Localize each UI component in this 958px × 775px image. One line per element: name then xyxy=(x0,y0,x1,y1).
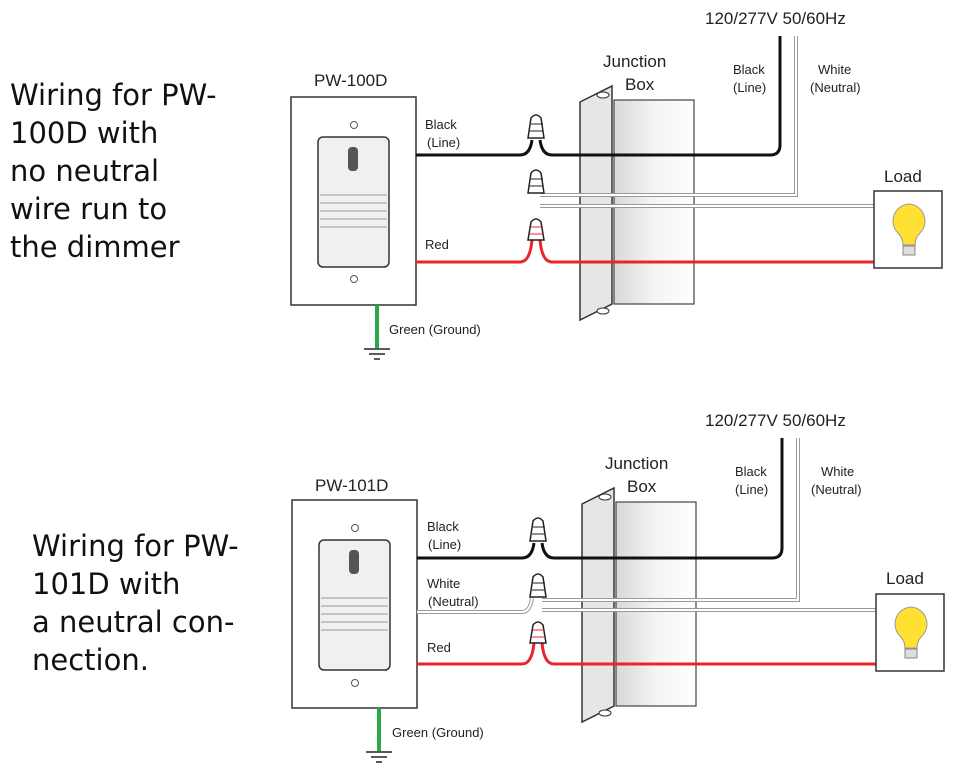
wire-nut-icon xyxy=(527,218,545,241)
white-wire-label: White xyxy=(427,576,460,591)
device-label: PW-101D xyxy=(315,476,388,495)
ground-wire-label: Green (Ground) xyxy=(392,725,484,740)
black-line-wire xyxy=(538,36,782,157)
black-wire-sublabel: (Line) xyxy=(428,537,461,552)
diagram-1-description: Wiring for PW- 100D with no neutral wire… xyxy=(10,78,217,264)
diagram-2-description: Wiring for PW- 101D with a neutral con- … xyxy=(32,529,239,677)
supply-black-sublabel: (Line) xyxy=(733,80,766,95)
supply-black-label: Black xyxy=(735,464,767,479)
diagram-1: 120/277V 50/60Hz Black (Line) White (Neu… xyxy=(290,9,943,360)
ground-icon xyxy=(364,348,390,360)
supply-white-label: White xyxy=(821,464,854,479)
black-wire-label: Black xyxy=(427,519,459,534)
junction-box xyxy=(581,486,697,724)
ground-icon xyxy=(366,751,392,763)
wire-nut-icon xyxy=(529,573,547,598)
wire-nut-icon xyxy=(529,621,547,644)
supply-white-sublabel: (Neutral) xyxy=(810,80,861,95)
junction-box-sublabel: Box xyxy=(625,75,655,94)
supply-white-sublabel: (Neutral) xyxy=(811,482,862,497)
red-wire-label: Red xyxy=(425,237,449,252)
dimmer-device xyxy=(291,499,418,709)
junction-box-label: Junction xyxy=(603,52,666,71)
light-bulb-icon xyxy=(875,593,945,672)
device-label: PW-100D xyxy=(314,71,387,90)
supply-white-label: White xyxy=(818,62,851,77)
ground-wire-label: Green (Ground) xyxy=(389,322,481,337)
supply-voltage-label: 120/277V 50/60Hz xyxy=(705,411,846,430)
supply-voltage-label: 120/277V 50/60Hz xyxy=(705,9,846,28)
wire-nut-icon xyxy=(527,169,545,194)
red-wire xyxy=(538,239,874,264)
wire-nut-icon xyxy=(529,517,547,542)
red-wire-label: Red xyxy=(427,640,451,655)
wire-nut-icon xyxy=(527,114,545,139)
load-label: Load xyxy=(886,569,924,588)
red-wire xyxy=(540,642,876,666)
light-bulb-icon xyxy=(873,190,943,269)
dimmer-device xyxy=(290,96,417,306)
junction-box-label: Junction xyxy=(605,454,668,473)
junction-box-sublabel: Box xyxy=(627,477,657,496)
diagram-2: 120/277V 50/60Hz Black (Line) White (Neu… xyxy=(291,411,945,763)
black-wire-sublabel: (Line) xyxy=(427,135,460,150)
supply-black-sublabel: (Line) xyxy=(735,482,768,497)
black-line-wire xyxy=(540,438,784,560)
load-label: Load xyxy=(884,167,922,186)
white-wire-sublabel: (Neutral) xyxy=(428,594,479,609)
black-wire-label: Black xyxy=(425,117,457,132)
junction-box xyxy=(579,84,695,322)
supply-black-label: Black xyxy=(733,62,765,77)
